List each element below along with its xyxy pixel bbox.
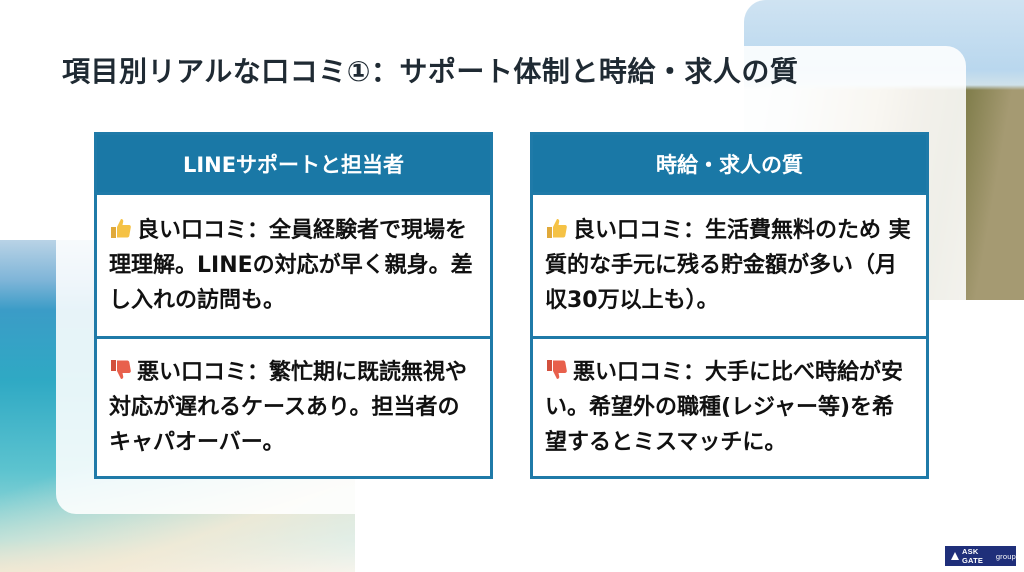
good-review-text: 良い口コミ：全員経験者で現場を理理解。LINEの対応が早く親身。差し入れの訪問も… xyxy=(109,218,473,313)
slide-title: 項目別リアルな口コミ①：サポート体制と時給・求人の質 xyxy=(62,55,799,88)
ask-gate-logo: ASK GATE group xyxy=(945,546,1016,566)
thumbs-up-icon xyxy=(547,219,567,238)
bad-review-text: 悪い口コミ：大手に比べ時給が安い。希望外の職種(レジャー等)を希望するとミスマッ… xyxy=(545,360,904,455)
logo-brand: ASK GATE xyxy=(962,547,984,565)
good-review: 良い口コミ：生活費無料のため 実質的な手元に残る貯金額が多い（月収30万以上も）… xyxy=(533,192,926,336)
card-wage-jobs: 時給・求人の質 良い口コミ：生活費無料のため 実質的な手元に残る貯金額が多い（月… xyxy=(530,132,929,479)
logo-triangle-icon xyxy=(951,552,959,560)
bad-review: 悪い口コミ：繁忙期に既読無視や対応が遅れるケースあり。担当者のキャパオーバー。 xyxy=(97,336,490,495)
thumbs-down-icon xyxy=(111,360,131,379)
thumbs-down-icon xyxy=(547,360,567,379)
good-review: 良い口コミ：全員経験者で現場を理理解。LINEの対応が早く親身。差し入れの訪問も… xyxy=(97,192,490,336)
card-header: 時給・求人の質 xyxy=(533,135,926,192)
bad-review-text: 悪い口コミ：繁忙期に既読無視や対応が遅れるケースあり。担当者のキャパオーバー。 xyxy=(109,360,468,455)
card-header: LINEサポートと担当者 xyxy=(97,135,490,192)
thumbs-up-icon xyxy=(111,219,131,238)
logo-suffix: group xyxy=(995,551,1016,561)
bad-review: 悪い口コミ：大手に比べ時給が安い。希望外の職種(レジャー等)を希望するとミスマッ… xyxy=(533,336,926,495)
good-review-text: 良い口コミ：生活費無料のため 実質的な手元に残る貯金額が多い（月収30万以上も）… xyxy=(545,218,911,313)
card-line-support: LINEサポートと担当者 良い口コミ：全員経験者で現場を理理解。LINEの対応が… xyxy=(94,132,493,479)
